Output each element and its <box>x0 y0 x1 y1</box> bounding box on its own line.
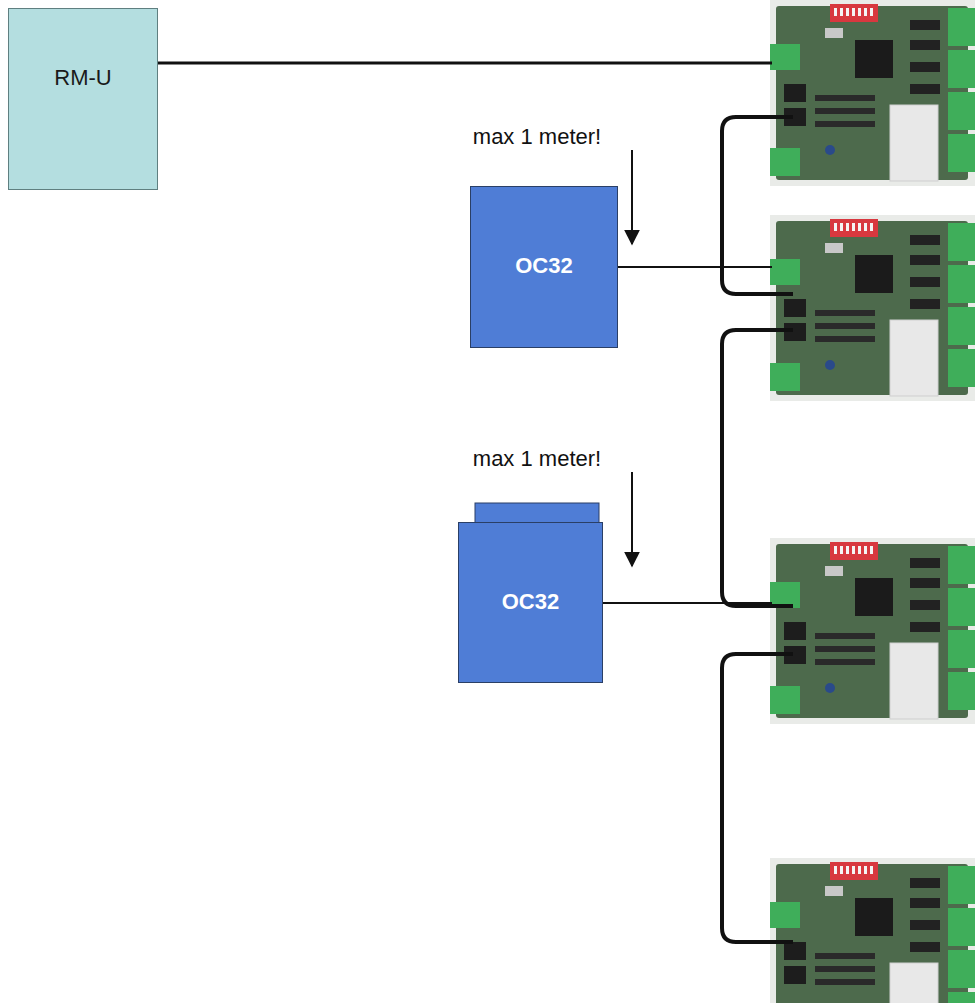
controller-box: RM-U <box>8 8 158 190</box>
pcb-board <box>770 0 975 186</box>
cable <box>585 602 772 604</box>
callout-arrow <box>631 472 633 566</box>
pcb-board <box>770 858 975 1003</box>
cable <box>152 62 772 65</box>
callout-arrow <box>631 150 633 244</box>
box-label: RM-U <box>9 65 157 91</box>
card-box: OC32 <box>470 186 618 348</box>
note-label: max 1 meter! <box>462 446 612 472</box>
box-label: OC32 <box>471 253 617 279</box>
card-box: OC32 <box>458 522 603 683</box>
cable <box>600 266 772 268</box>
cable <box>722 330 793 606</box>
pcb-board <box>770 538 975 724</box>
note-label: max 1 meter! <box>462 124 612 150</box>
box-label: OC32 <box>459 589 602 615</box>
pcb-board <box>770 215 975 401</box>
cable <box>722 654 793 942</box>
